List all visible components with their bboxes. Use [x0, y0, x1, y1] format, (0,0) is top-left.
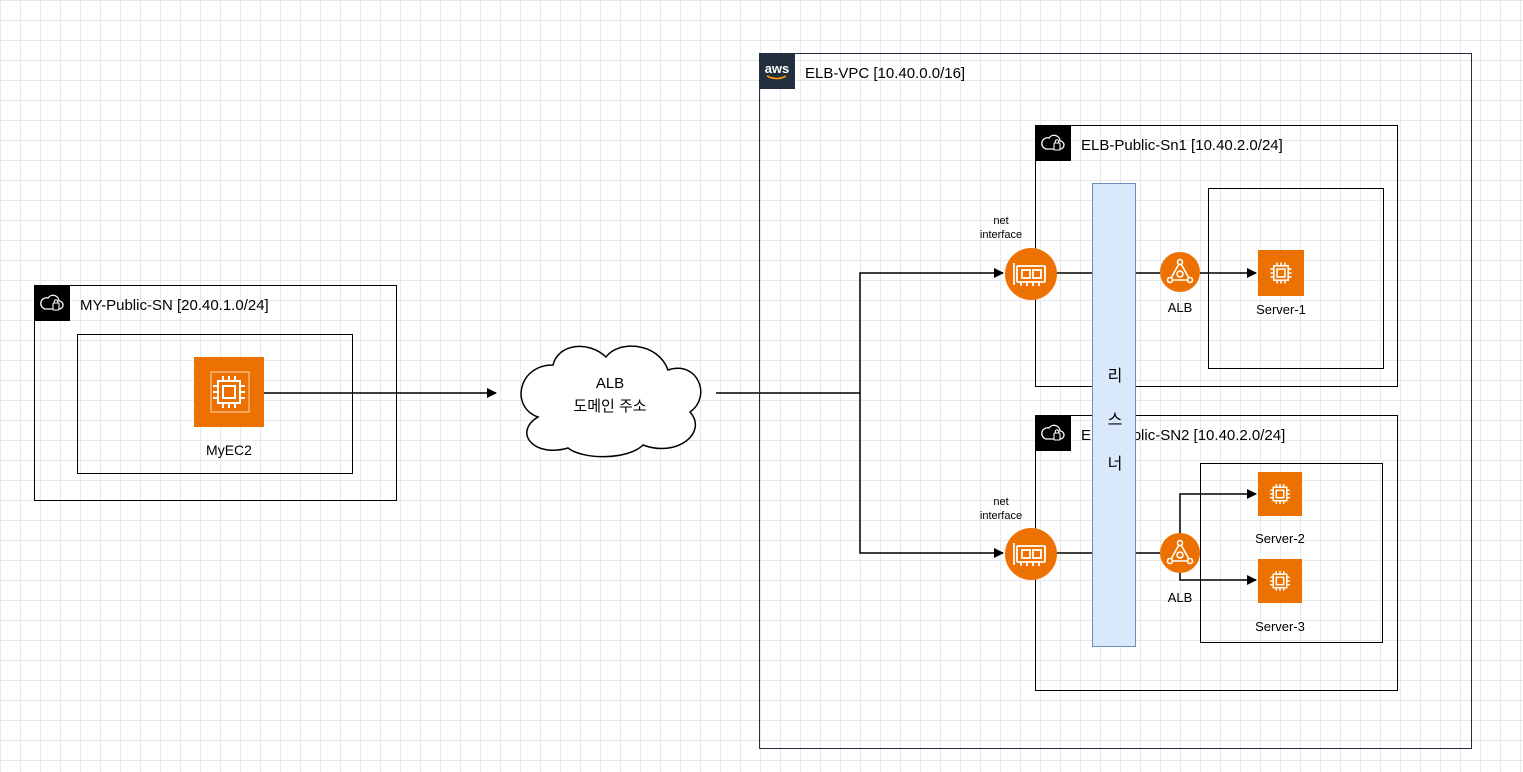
server-1-group	[1208, 188, 1384, 369]
elb-vpc: aws ELB-VPC [10.40.0.0/16]	[759, 53, 1472, 749]
ec2-instance-icon	[1258, 559, 1302, 603]
ec2-instance-icon	[1258, 250, 1304, 296]
alb-2-label: ALB	[1167, 590, 1193, 605]
alb-1-label: ALB	[1167, 300, 1193, 315]
cloud-to-net-interface-1-arrow	[716, 268, 1004, 394]
ec2-instance-icon	[1258, 472, 1302, 516]
aws-logo-icon: aws	[759, 53, 795, 89]
server-3-label: Server-3	[1255, 619, 1305, 634]
server-2-label: Server-2	[1255, 531, 1305, 546]
cloud-shape	[520, 345, 702, 458]
application-load-balancer-icon	[1160, 252, 1200, 292]
ec2-instance-icon	[194, 357, 264, 427]
net-interface-2-label-line2: interface	[979, 510, 1023, 522]
elastic-network-interface-icon	[1005, 248, 1057, 300]
vpc-title: ELB-VPC [10.40.0.0/16]	[805, 65, 966, 82]
subnet-1-title: ELB-Public-Sn1 [10.40.2.0/24]	[1081, 137, 1283, 154]
myec2-group	[77, 334, 353, 474]
listener-bar: 리 스 너	[1092, 183, 1136, 647]
listener-char-3: 너	[1107, 456, 1123, 473]
elastic-network-interface-icon	[1005, 528, 1057, 580]
net-interface-2-label-line1: net	[993, 496, 1009, 508]
listener-char-1: 리	[1107, 368, 1123, 385]
private-subnet-icon	[1035, 125, 1071, 161]
cloud-to-net-interface-2-arrow	[859, 393, 1004, 558]
myec2-label: MyEC2	[206, 442, 252, 458]
net-interface-1-label-line2: interface	[979, 229, 1023, 241]
my-public-subnet-title: MY-Public-SN [20.40.1.0/24]	[80, 297, 269, 314]
server-1-label: Server-1	[1256, 302, 1306, 317]
net-interface-1-label: net interface	[966, 214, 1036, 242]
private-subnet-icon	[1035, 415, 1071, 451]
my-public-subnet: MY-Public-SN [20.40.1.0/24]	[34, 285, 397, 501]
aws-logo-text: aws	[764, 60, 790, 76]
application-load-balancer-icon	[1160, 533, 1200, 573]
cloud-label-line2: 도메인 주소	[573, 398, 647, 415]
net-interface-2-label: net interface	[966, 495, 1036, 523]
cloud-label-line1: ALB	[595, 375, 625, 392]
private-subnet-icon	[34, 285, 70, 321]
server-2-3-group	[1200, 463, 1383, 643]
listener-char-2: 스	[1107, 412, 1123, 429]
net-interface-1-label-line1: net	[993, 215, 1009, 227]
